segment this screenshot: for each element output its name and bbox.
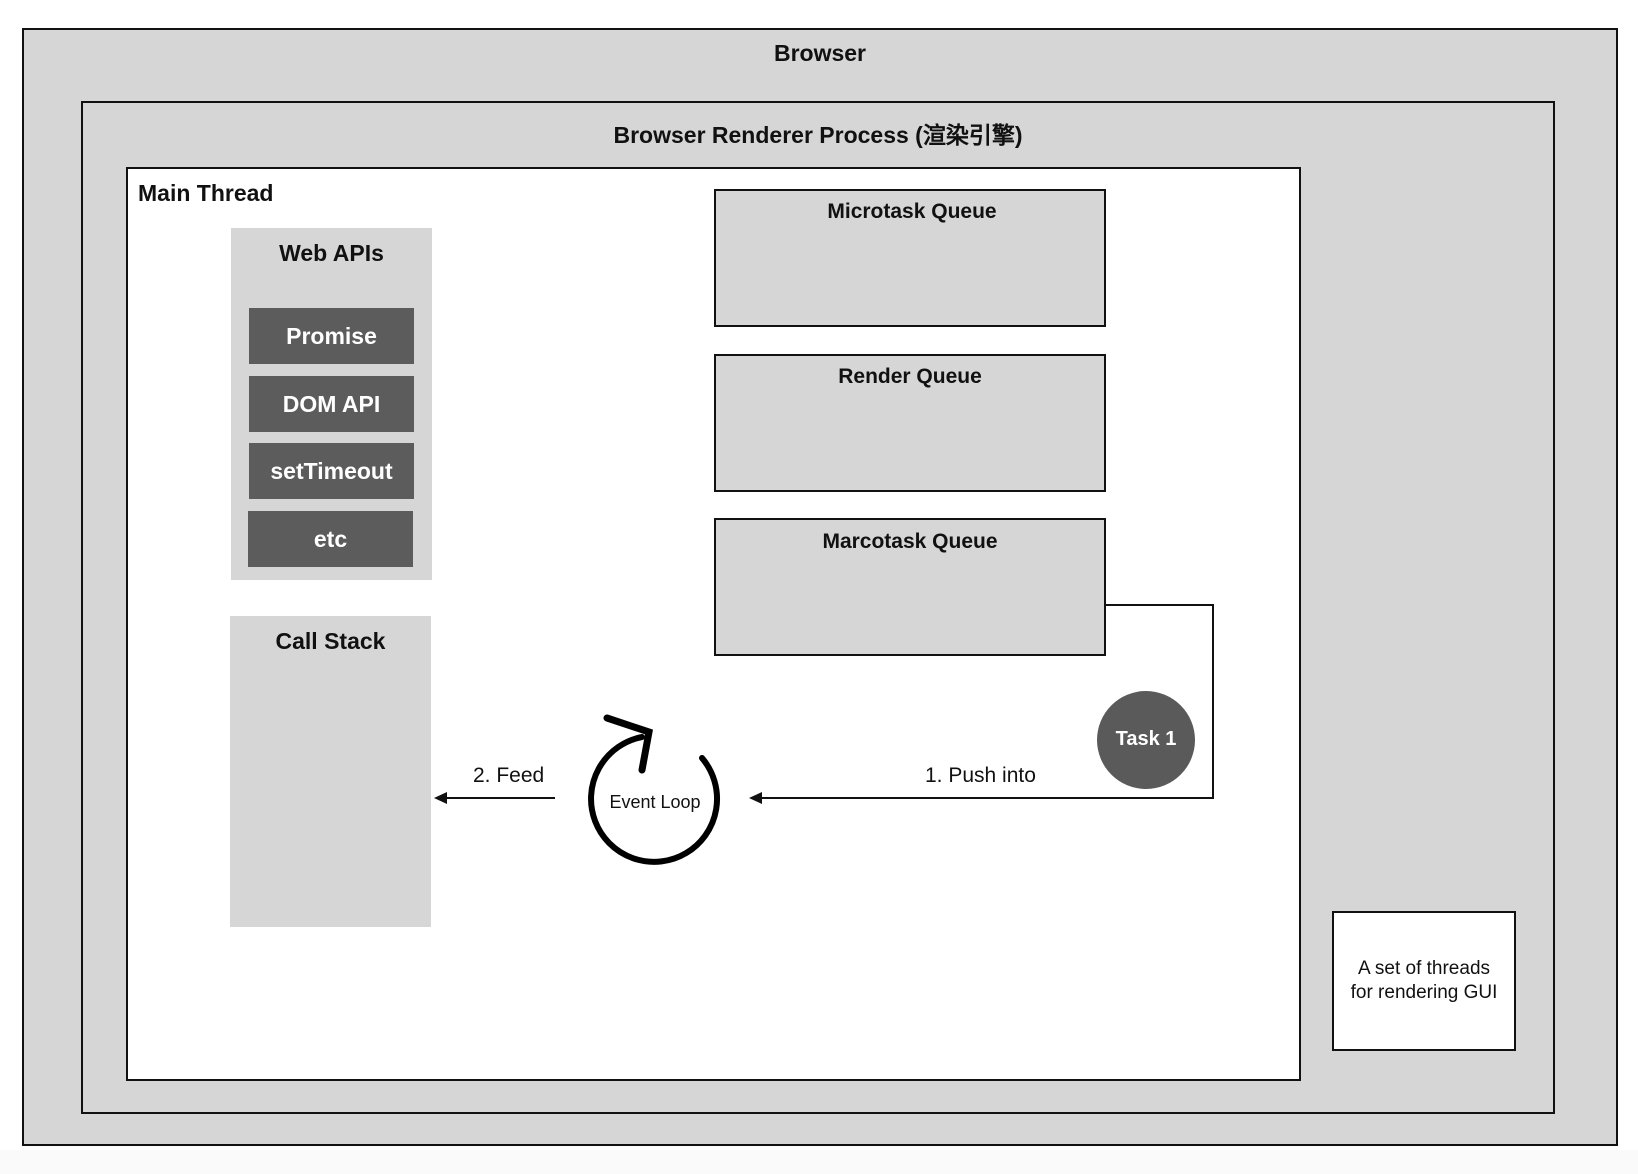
web-api-etc: etc xyxy=(248,511,413,567)
call-stack-panel xyxy=(230,616,431,927)
browser-title: Browser xyxy=(773,40,867,66)
event-loop-label: Event Loop xyxy=(609,792,701,812)
gui-threads-line2: for rendering GUI xyxy=(1350,982,1498,1003)
web-api-dom-api: DOM API xyxy=(249,376,414,432)
gui-threads-line1: A set of threads xyxy=(1357,958,1491,979)
web-apis-title: Web APIs xyxy=(279,240,384,266)
render-queue-title: Render Queue xyxy=(838,365,982,388)
gui-threads-box xyxy=(1332,911,1516,1051)
microtask-queue xyxy=(714,189,1106,327)
push-into-label: 1. Push into xyxy=(925,764,1036,787)
feed-label: 2. Feed xyxy=(473,764,545,787)
call-stack-title: Call Stack xyxy=(275,628,386,654)
renderer-process-title: Browser Renderer Process (渲染引擎) xyxy=(613,122,1023,148)
microtask-queue-title: Microtask Queue xyxy=(827,200,997,223)
web-api-settimeout: setTimeout xyxy=(249,443,414,499)
main-thread-title: Main Thread xyxy=(138,180,274,206)
web-api-promise: Promise xyxy=(249,308,414,364)
macrotask-queue-title: Marcotask Queue xyxy=(822,530,998,553)
task-label: Task 1 xyxy=(1115,728,1177,750)
render-queue xyxy=(714,354,1106,492)
